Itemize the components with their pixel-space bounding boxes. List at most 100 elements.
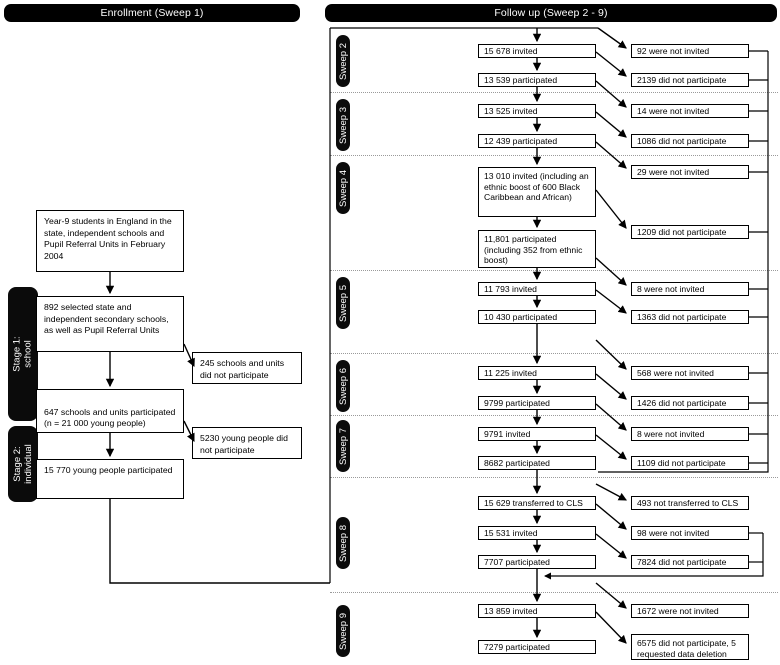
- sweep-divider-6-7: [330, 415, 778, 416]
- box-s9-not-participated: 6575 did not participate, 5 requested da…: [631, 634, 749, 660]
- box-s7-not-participated-text: 1109 did not participate: [637, 457, 726, 468]
- sweep-pill-6: Sweep 6: [336, 360, 350, 412]
- stage-pill-2: Stage 2: individual: [8, 426, 38, 502]
- box-s8-not-participated-text: 7824 did not participate: [637, 556, 727, 567]
- conn-entry-to-s2notinvited: [597, 27, 627, 49]
- box-s2-not-invited: 92 were not invited: [631, 44, 749, 58]
- box-s8-invited-text: 15 531 invited: [484, 527, 538, 538]
- sweep-pill-4: Sweep 4: [336, 162, 350, 214]
- box-s8-not-participated: 7824 did not participate: [631, 555, 749, 569]
- header-enrollment: Enrollment (Sweep 1): [4, 4, 300, 22]
- stage-pill-1-label: Stage 1: school: [12, 336, 35, 372]
- sweep-pill-9: Sweep 9: [336, 605, 350, 657]
- stage-pill-2-label: Stage 2: individual: [12, 444, 34, 484]
- box-s5-participated: 10 430 participated: [478, 310, 596, 324]
- box-selected-schools-text: 892 selected state and independent secon…: [44, 302, 169, 336]
- box-s9-participated: 7279 participated: [478, 640, 596, 654]
- box-s3-not-participated-text: 1086 did not participate: [637, 135, 727, 146]
- sweep-pill-5-label: Sweep 5: [337, 284, 349, 322]
- sweep-pill-7: Sweep 7: [336, 420, 350, 472]
- box-s5-not-participated-text: 1363 did not participate: [637, 311, 727, 322]
- box-s6-not-invited-text: 568 were not invited: [637, 367, 714, 378]
- box-s3-participated: 12 439 participated: [478, 134, 596, 148]
- sweep-pill-7-label: Sweep 7: [337, 427, 349, 465]
- box-s9-participated-text: 7279 participated: [484, 641, 550, 652]
- stage-pill-1: Stage 1: school: [8, 287, 38, 421]
- header-enrollment-label: Enrollment (Sweep 1): [100, 7, 204, 19]
- box-s8-participated-text: 7707 participated: [484, 556, 550, 567]
- sweep-pill-9-label: Sweep 9: [337, 612, 349, 650]
- box-s9-not-participated-text: 6575 did not participate, 5 requested da…: [637, 638, 736, 659]
- box-s8-not-invited-text: 98 were not invited: [637, 527, 710, 538]
- box-eligible: Year-9 students in England in the state,…: [36, 210, 184, 272]
- box-s4-not-participated-text: 1209 did not participate: [637, 226, 727, 237]
- box-s6-participated: 9799 participated: [478, 396, 596, 410]
- sweep-divider-3-4: [330, 155, 778, 156]
- box-young-participated: 15 770 young people participated: [36, 459, 184, 499]
- box-s7-participated-text: 8682 participated: [484, 457, 550, 468]
- box-s3-participated-text: 12 439 participated: [484, 135, 558, 146]
- box-s5-not-participated: 1363 did not participate: [631, 310, 749, 324]
- box-s8-not-invited: 98 were not invited: [631, 526, 749, 540]
- header-followup-label: Follow up (Sweep 2 - 9): [494, 7, 608, 19]
- box-eligible-text: Year-9 students in England in the state,…: [44, 216, 172, 261]
- conn-s5invited-to-s5notpart: [595, 289, 627, 314]
- sweep-pill-8-label: Sweep 8: [337, 524, 349, 562]
- box-schools-not-participated-text: 245 schools and units did not participat…: [200, 358, 285, 380]
- conn-s8transfer-to-s8notinvited: [595, 503, 627, 530]
- sweep-divider-2-3: [330, 92, 778, 93]
- box-s9-not-invited: 1672 were not invited: [631, 604, 749, 618]
- conn-s2part-to-s3notinvited: [595, 80, 627, 108]
- sweep-divider-7-8: [330, 477, 778, 478]
- box-schools-participated: 647 schools and units participated (n = …: [36, 389, 184, 433]
- box-s8-not-transferred: 493 not transferred to CLS: [631, 496, 749, 510]
- box-s7-not-participated: 1109 did not participate: [631, 456, 749, 470]
- box-s7-not-invited-text: 8 were not invited: [637, 428, 705, 439]
- box-s2-participated-text: 13 539 participated: [484, 74, 558, 85]
- box-s4-not-invited: 29 were not invited: [631, 165, 749, 179]
- box-s6-invited: 11 225 invited: [478, 366, 596, 380]
- conn-s8part-to-s9notinvited: [595, 582, 627, 609]
- sweep-pill-2: Sweep 2: [336, 35, 350, 87]
- box-s3-not-participated: 1086 did not participate: [631, 134, 749, 148]
- box-s3-not-invited-text: 14 were not invited: [637, 105, 710, 116]
- box-young-participated-text: 15 770 young people participated: [44, 465, 173, 475]
- sweep-divider-8-9: [330, 592, 778, 593]
- box-s9-invited-text: 13 859 invited: [484, 605, 538, 616]
- box-s4-participated-text: 11,801 participated (including 352 from …: [484, 234, 583, 266]
- box-s4-participated: 11,801 participated (including 352 from …: [478, 230, 596, 268]
- box-s3-invited: 13 525 invited: [478, 104, 596, 118]
- box-s6-not-participated: 1426 did not participate: [631, 396, 749, 410]
- sweep-pill-3: Sweep 3: [336, 99, 350, 151]
- box-s7-not-invited: 8 were not invited: [631, 427, 749, 441]
- box-schools-participated-text: 647 schools and units participated (n = …: [44, 406, 176, 429]
- conn-s3invited-to-s3notpart: [595, 111, 627, 138]
- box-schools-not-participated: 245 schools and units did not participat…: [192, 352, 302, 384]
- conn-s2invited-to-s2notpart: [595, 51, 627, 77]
- sweep-divider-5-6: [330, 353, 778, 354]
- box-s5-not-invited-text: 8 were not invited: [637, 283, 705, 294]
- conn-s5part-to-s6notinvited: [595, 339, 627, 370]
- box-s4-invited: 13 010 invited (including an ethnic boos…: [478, 167, 596, 217]
- box-s2-not-invited-text: 92 were not invited: [637, 45, 710, 56]
- box-s3-not-invited: 14 were not invited: [631, 104, 749, 118]
- box-s9-not-invited-text: 1672 were not invited: [637, 605, 719, 616]
- sweep-pill-5: Sweep 5: [336, 277, 350, 329]
- box-s8-participated: 7707 participated: [478, 555, 596, 569]
- box-s6-not-participated-text: 1426 did not participate: [637, 397, 727, 408]
- box-s8-transferred-text: 15 629 transferred to CLS: [484, 497, 583, 508]
- box-s4-not-invited-text: 29 were not invited: [637, 166, 710, 177]
- box-s2-not-participated: 2139 did not participate: [631, 73, 749, 87]
- box-s8-transferred: 15 629 transferred to CLS: [478, 496, 596, 510]
- conn-s6part-to-s7notinvited: [595, 403, 627, 431]
- conn-s7invited-to-s7notpart: [595, 434, 627, 460]
- box-young-not-participated-text: 5230 young people did not participate: [200, 433, 288, 455]
- header-followup: Follow up (Sweep 2 - 9): [325, 4, 777, 22]
- box-s2-invited-text: 15 678 invited: [484, 45, 538, 56]
- box-s7-invited-text: 9791 invited: [484, 428, 531, 439]
- box-s8-invited: 15 531 invited: [478, 526, 596, 540]
- box-s5-not-invited: 8 were not invited: [631, 282, 749, 296]
- box-s7-participated: 8682 participated: [478, 456, 596, 470]
- box-s6-not-invited: 568 were not invited: [631, 366, 749, 380]
